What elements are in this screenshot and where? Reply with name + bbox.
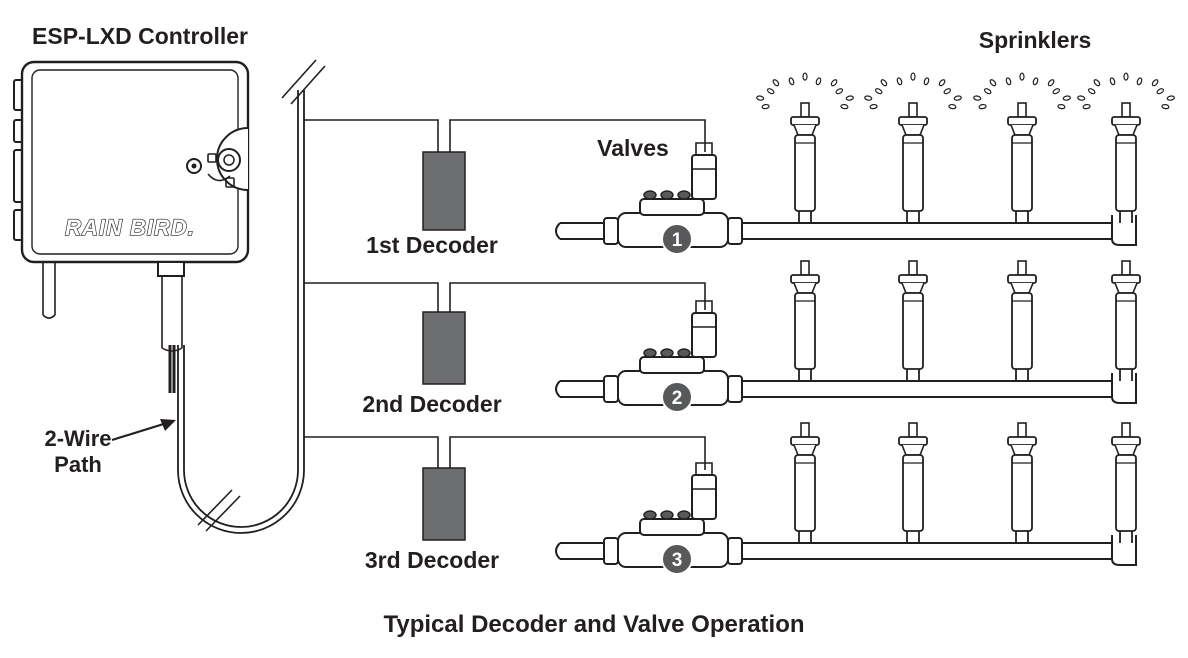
brand-logo: RAIN BIRD. — [65, 215, 195, 240]
pipe-end-icon — [555, 380, 561, 398]
sprinkler-head-icon — [898, 422, 928, 543]
sprinkler-head-icon — [1111, 422, 1141, 543]
decoder-1-label: 1st Decoder — [366, 232, 498, 258]
decoder-1-box — [422, 151, 466, 231]
sprinkler-head-icon — [898, 102, 928, 223]
valves-title: Valves — [597, 135, 669, 161]
pipe-end-icon — [555, 542, 561, 560]
sprinklers-title: Sprinklers — [979, 27, 1092, 53]
coupling-icon — [603, 217, 619, 245]
sprinkler-head-icon — [790, 422, 820, 543]
solenoid-icon — [691, 154, 717, 200]
controller-title: ESP-LXD Controller — [32, 23, 248, 49]
sprinkler-head-icon — [1007, 260, 1037, 381]
sprinkler-head-icon — [1111, 102, 1141, 223]
two-wire-label-line2: Path — [54, 452, 102, 477]
valve-3-number: 3 — [672, 550, 683, 571]
controller-box-icon — [13, 60, 250, 393]
valve-1-number: 1 — [672, 230, 683, 251]
valve-2-number: 2 — [672, 388, 683, 409]
sprinkler-head-icon — [790, 102, 820, 223]
decoder-2-label: 2nd Decoder — [362, 391, 501, 417]
valve-1-badge: 1 — [661, 223, 693, 255]
elbow-icon — [1111, 373, 1137, 404]
sprinkler-head-icon — [1007, 422, 1037, 543]
sprinkler-head-icon — [898, 260, 928, 381]
valve-3-badge: 3 — [661, 543, 693, 575]
coupling-icon — [603, 375, 619, 403]
valve-row-2 — [555, 260, 1141, 406]
decoder-3-box — [422, 467, 466, 541]
two-wire-label-line1: 2-Wire — [44, 426, 111, 451]
coupling-icon — [603, 537, 619, 565]
decoder-3-label: 3rd Decoder — [365, 547, 499, 573]
decoder-2-box — [422, 311, 466, 385]
coupling-icon — [727, 537, 743, 565]
water-spray-icon — [864, 72, 962, 110]
valve-2-badge: 2 — [661, 381, 693, 413]
arrow-icon — [111, 419, 176, 442]
sprinkler-head-icon — [1111, 260, 1141, 381]
coupling-icon — [727, 375, 743, 403]
water-spray-icon — [1077, 72, 1175, 110]
sprinkler-head-icon — [1007, 102, 1037, 223]
two-wire-path — [177, 59, 326, 534]
solenoid-icon — [691, 474, 717, 520]
water-spray-icon — [756, 72, 854, 110]
sprinkler-head-icon — [790, 260, 820, 381]
solenoid-icon — [691, 312, 717, 358]
pipe-end-icon — [555, 222, 561, 240]
decoder-wiring — [304, 119, 706, 470]
elbow-icon — [1111, 535, 1137, 566]
water-spray-icon — [973, 72, 1071, 110]
elbow-icon — [1111, 215, 1137, 246]
coupling-icon — [727, 217, 743, 245]
diagram-caption: Typical Decoder and Valve Operation — [383, 611, 804, 638]
valve-row-3 — [555, 422, 1141, 568]
